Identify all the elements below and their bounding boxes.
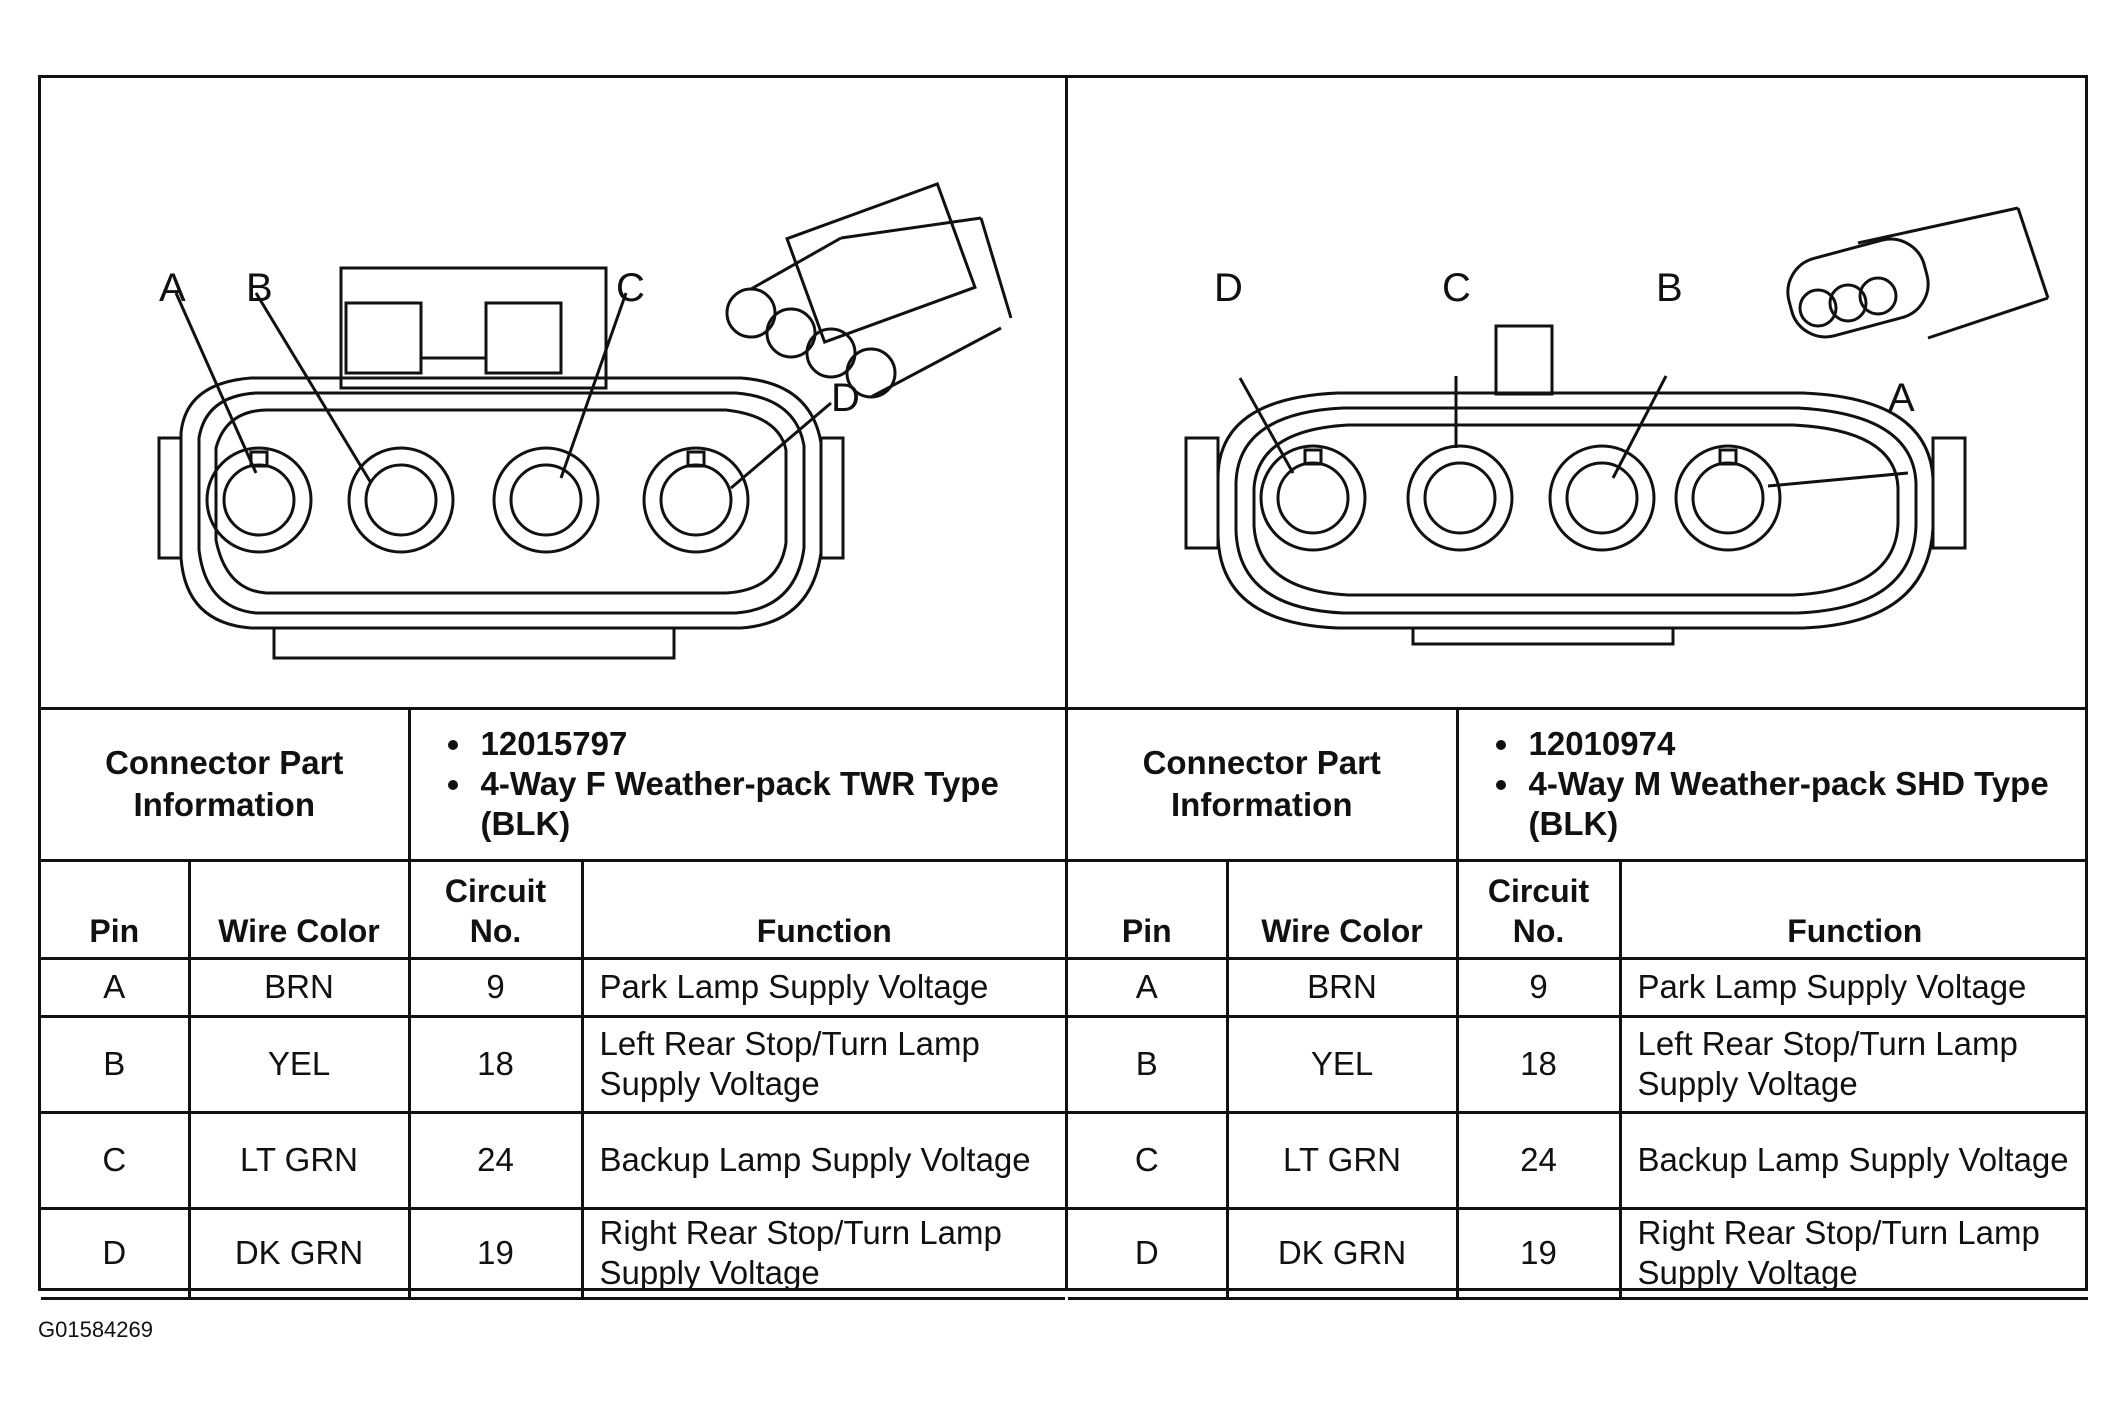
part-number: 12010974 <box>1523 724 2075 764</box>
pin-label-b: B <box>246 266 273 310</box>
wire-color-cell: BRN <box>187 956 411 1018</box>
circuit-cell: 18 <box>407 1014 584 1114</box>
function-cell: Left Rear Stop/Turn Lamp Supply Voltage <box>1618 1014 2088 1114</box>
header-function: Function <box>1618 858 2088 960</box>
pin-cell: A <box>1068 956 1229 1018</box>
header-wire-color: Wire Color <box>1225 858 1459 960</box>
table-row: A BRN 9 Park Lamp Supply Voltage <box>41 956 1065 1018</box>
circuit-cell: 9 <box>1455 956 1622 1018</box>
connector-chart: A B C D Connector Part Information 12015… <box>38 75 2088 1300</box>
figure-id: G01584269 <box>38 1317 153 1342</box>
wire-color-cell: DK GRN <box>1225 1206 1459 1300</box>
table-row: B YEL 18 Left Rear Stop/Turn Lamp Supply… <box>1068 1014 2088 1114</box>
table-row: C LT GRN 24 Backup Lamp Supply Voltage <box>1068 1110 2088 1210</box>
part-description: 4-Way F Weather-pack TWR Type (BLK) <box>475 764 1052 844</box>
function-cell: Right Rear Stop/Turn Lamp Supply Voltage <box>580 1206 1065 1300</box>
pin-cell: B <box>1068 1014 1229 1114</box>
table-row: D DK GRN 19 Right Rear Stop/Turn Lamp Su… <box>41 1206 1065 1300</box>
circuit-cell: 19 <box>1455 1206 1622 1300</box>
wire-color-cell: YEL <box>1225 1014 1459 1114</box>
pin-cell: A <box>41 956 191 1018</box>
header-pin: Pin <box>41 858 191 960</box>
circuit-cell: 19 <box>407 1206 584 1300</box>
part-info-list: 12010974 4-Way M Weather-pack SHD Type (… <box>1455 710 2088 862</box>
function-cell: Backup Lamp Supply Voltage <box>580 1110 1065 1210</box>
male-connector-face-view <box>1184 206 2050 646</box>
table-row: C LT GRN 24 Backup Lamp Supply Voltage <box>41 1110 1065 1210</box>
function-cell: Right Rear Stop/Turn Lamp Supply Voltage <box>1618 1206 2088 1300</box>
connector-part-info-label: Connector Part Information <box>41 710 411 862</box>
right-pinout-table: Connector Part Information 12010974 4-Wa… <box>1068 710 2088 1300</box>
pin-label-c: C <box>616 266 645 310</box>
wire-color-cell: LT GRN <box>1225 1110 1459 1210</box>
left-connector-drawing: A B C D <box>41 78 1065 710</box>
pin-label-a: A <box>1888 376 1915 420</box>
female-connector-face-view <box>157 182 1013 660</box>
connector-part-info-label: Connector Part Information <box>1068 710 1459 862</box>
wire-color-cell: YEL <box>187 1014 411 1114</box>
circuit-cell: 9 <box>407 956 584 1018</box>
left-pinout-table: Connector Part Information 12015797 4-Wa… <box>41 710 1065 1300</box>
header-wire-color: Wire Color <box>187 858 411 960</box>
wire-color-cell: LT GRN <box>187 1110 411 1210</box>
right-connector-drawing: D C B A <box>1068 78 2088 710</box>
pin-cell: D <box>41 1206 191 1300</box>
header-function: Function <box>580 858 1065 960</box>
pin-label-c: C <box>1442 266 1471 310</box>
wire-color-cell: DK GRN <box>187 1206 411 1300</box>
header-circuit: Circuit No. <box>1455 858 1622 960</box>
part-number: 12015797 <box>475 724 1052 764</box>
circuit-cell: 24 <box>1455 1110 1622 1210</box>
circuit-cell: 18 <box>1455 1014 1622 1114</box>
header-circuit: Circuit No. <box>407 858 584 960</box>
pin-label-d: D <box>831 376 860 420</box>
left-connector-panel: A B C D Connector Part Information 12015… <box>41 78 1068 1300</box>
pin-label-b: B <box>1656 266 1683 310</box>
pin-label-a: A <box>159 266 186 310</box>
header-pin: Pin <box>1068 858 1229 960</box>
table-row: B YEL 18 Left Rear Stop/Turn Lamp Supply… <box>41 1014 1065 1114</box>
pin-label-d: D <box>1214 266 1243 310</box>
function-cell: Park Lamp Supply Voltage <box>1618 956 2088 1018</box>
table-row: D DK GRN 19 Right Rear Stop/Turn Lamp Su… <box>1068 1206 2088 1300</box>
part-info-list: 12015797 4-Way F Weather-pack TWR Type (… <box>407 710 1065 862</box>
pin-cell: C <box>41 1110 191 1210</box>
function-cell: Left Rear Stop/Turn Lamp Supply Voltage <box>580 1014 1065 1114</box>
function-cell: Backup Lamp Supply Voltage <box>1618 1110 2088 1210</box>
wire-color-cell: BRN <box>1225 956 1459 1018</box>
circuit-cell: 24 <box>407 1110 584 1210</box>
pin-cell: B <box>41 1014 191 1114</box>
pin-cell: C <box>1068 1110 1229 1210</box>
right-connector-panel: D C B A Connector Part Information 12010… <box>1068 78 2088 1300</box>
part-description: 4-Way M Weather-pack SHD Type (BLK) <box>1523 764 2075 844</box>
pin-cell: D <box>1068 1206 1229 1300</box>
function-cell: Park Lamp Supply Voltage <box>580 956 1065 1018</box>
table-row: A BRN 9 Park Lamp Supply Voltage <box>1068 956 2088 1018</box>
